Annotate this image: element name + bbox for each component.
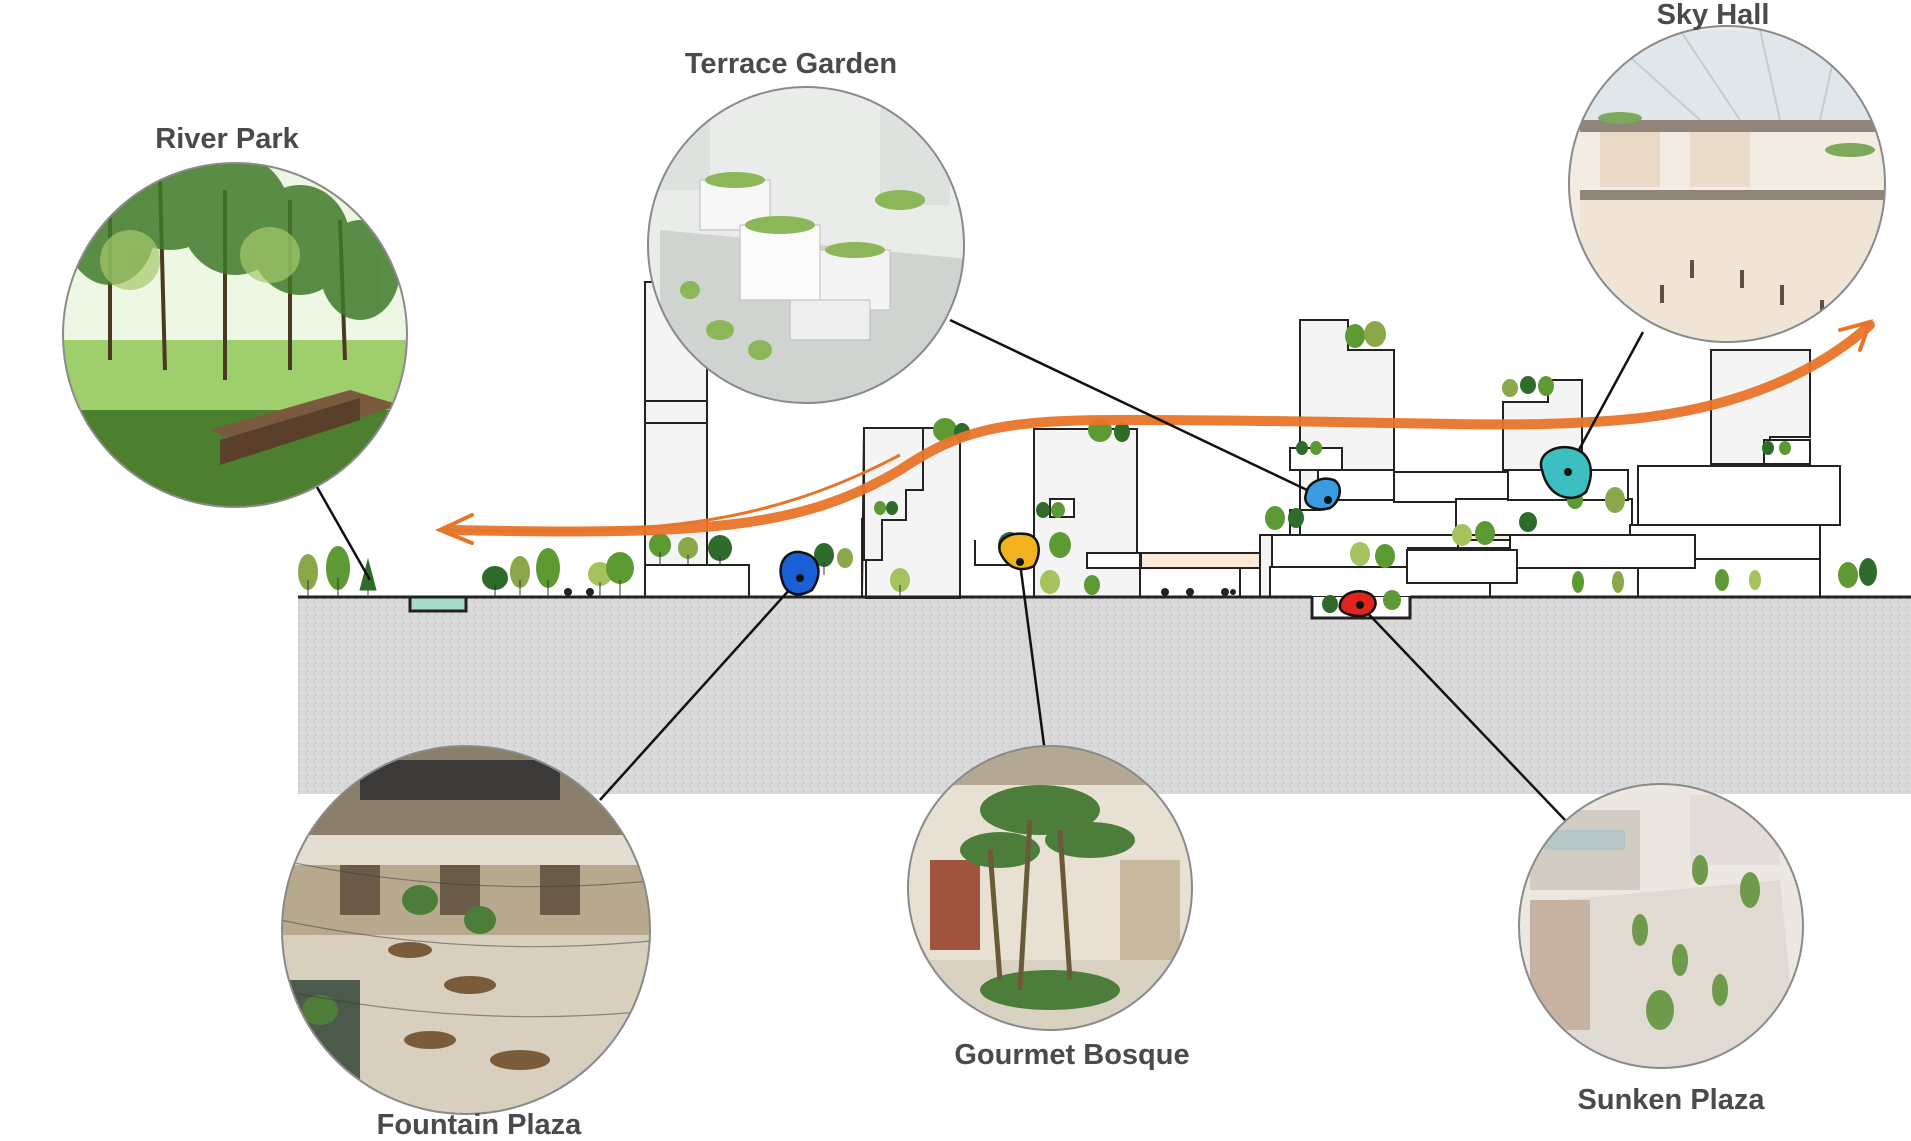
tree-icon [1452,521,1495,546]
label-fountain-plaza: Fountain Plaza [377,1109,583,1141]
tree-icon [1322,590,1401,613]
circulation-flow-arrow [435,319,1875,545]
palm-garden-photo [908,746,1192,1030]
sunken-plaza-photo [1519,784,1803,1068]
tree-icon [678,537,698,565]
tree-icon [708,535,732,565]
tree-icon [1265,506,1304,530]
tree-icon [1838,558,1877,588]
tree-icon [536,548,560,597]
tree-icon [482,566,508,597]
tree-icon [1572,571,1624,593]
label-river-park: River Park [155,123,299,155]
label-terrace-garden: Terrace Garden [685,48,897,80]
tree-icon [814,543,834,575]
tree-icon [1036,502,1065,518]
tree-icon [1762,441,1791,455]
tree-icon [649,533,671,565]
terrace-photo [648,87,964,403]
leader-lines [311,318,1645,821]
tree-icon [298,554,318,597]
tree-icon [1040,570,1060,594]
tree-icon [1049,532,1071,558]
courtyard-dining-photo [282,746,650,1114]
tree-icon [1350,542,1395,568]
tree-icon [1519,512,1537,532]
label-sky-hall: Sky Hall [1657,0,1770,31]
bollards [564,588,1236,596]
marker-gourmet-bosque [998,532,1040,571]
label-sunken-plaza: Sunken Plaza [1578,1084,1766,1116]
tree-icon [1296,441,1322,455]
atrium-photo [1569,26,1885,342]
tree-icon [933,418,957,442]
tree-icon [510,556,530,597]
tree-icon [1084,575,1100,595]
marker-terrace-garden [1304,477,1342,511]
label-gourmet-bosque: Gourmet Bosque [954,1039,1189,1071]
tree-icon [874,501,898,515]
pond [408,595,468,613]
trees [298,321,1877,613]
tree-icon [1345,321,1386,348]
park-photo [63,163,407,507]
tree-icon [837,548,853,568]
marker-fountain-plaza [779,550,820,596]
tree-icon [1715,569,1761,591]
tree-icon [606,552,634,597]
tree-icon [890,568,910,597]
tree-icon [326,546,350,597]
location-markers [779,445,1592,618]
tree-icon [1502,376,1554,397]
